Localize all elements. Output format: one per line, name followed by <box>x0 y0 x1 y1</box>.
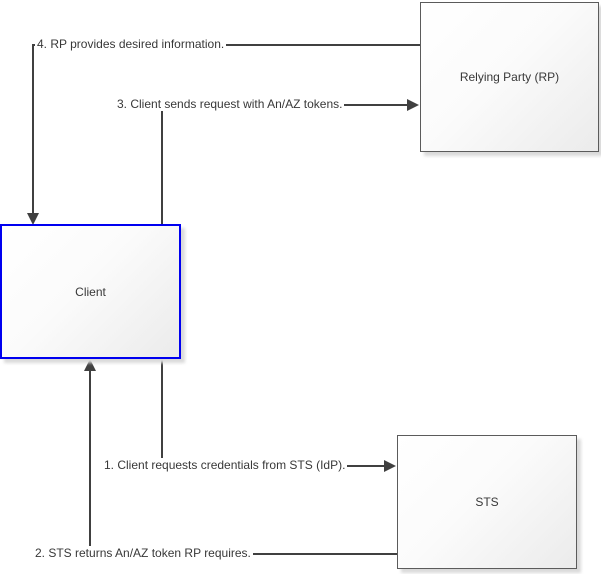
connector-step2-arrowhead-up-icon <box>84 359 96 371</box>
connector-step1-label: 1. Client requests credentials from STS … <box>102 458 348 472</box>
node-sts: STS <box>397 435 577 569</box>
connector-step2-vertical-segment <box>89 371 91 555</box>
node-relying-party: Relying Party (RP) <box>420 2 599 152</box>
connector-step3-arrowhead-right-icon <box>407 99 419 111</box>
connector-step4-vertical-segment <box>32 44 34 213</box>
node-relying-party-label: Relying Party (RP) <box>459 70 560 84</box>
connector-step1-arrowhead-right-icon <box>384 460 396 472</box>
node-client: Client <box>0 224 181 359</box>
connector-step4-arrowhead-down-icon <box>27 213 39 225</box>
connector-step3-label: 3. Client sends request with An/AZ token… <box>115 97 345 111</box>
node-sts-label: STS <box>475 495 499 509</box>
node-client-label: Client <box>75 284 106 299</box>
connector-step1-vertical-segment <box>161 359 163 467</box>
connector-step2-label: 2. STS returns An/AZ token RP requires. <box>33 546 253 560</box>
connector-step4-label: 4. RP provides desired information. <box>35 37 227 51</box>
connector-step3-vertical-segment <box>161 105 163 225</box>
